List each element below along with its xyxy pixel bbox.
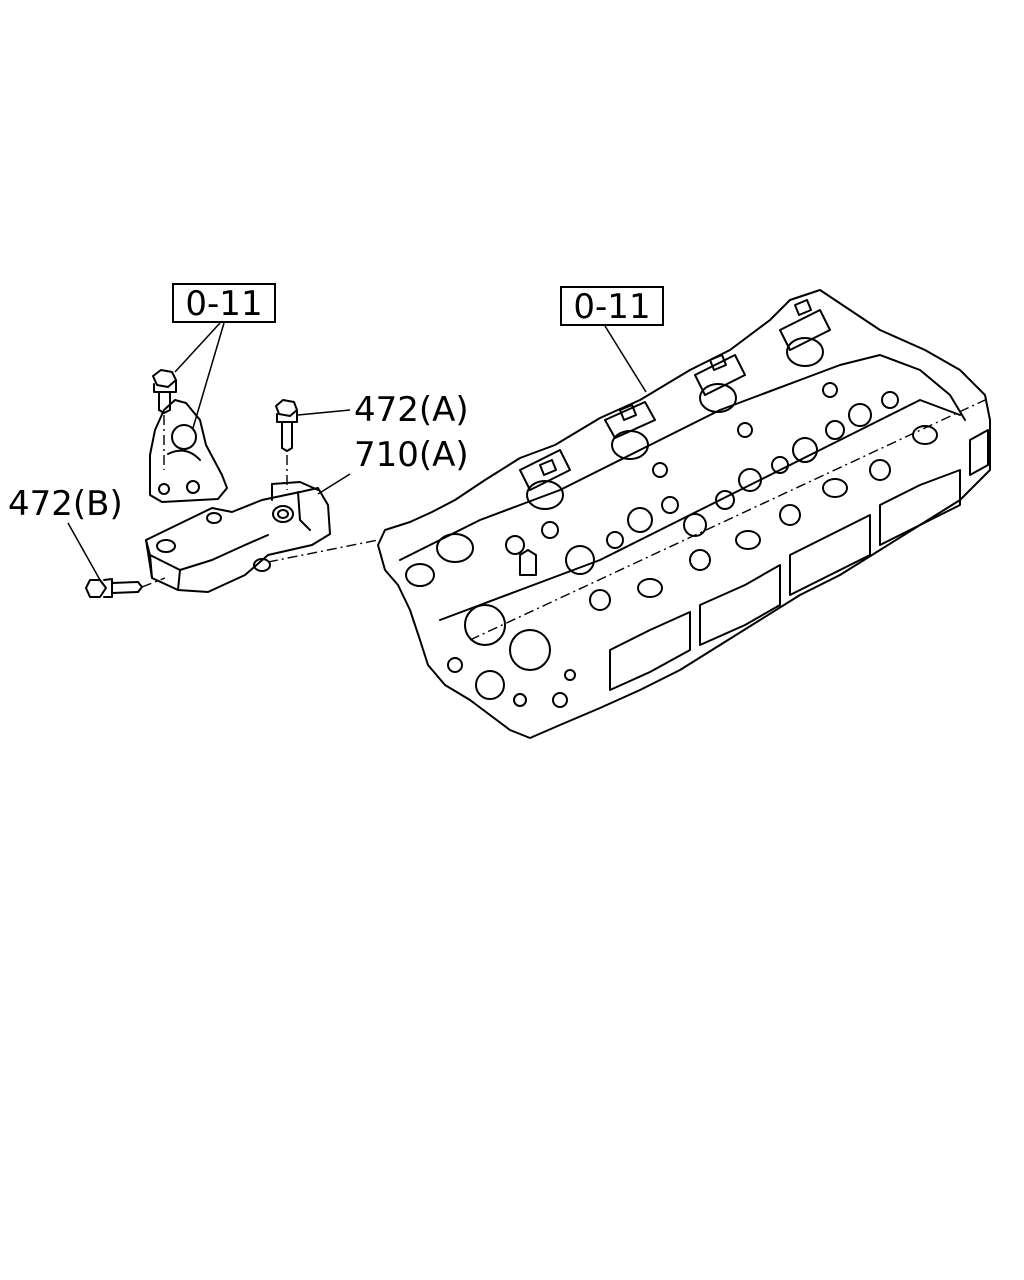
gasket-plate	[149, 399, 228, 503]
leader-lines	[67, 322, 647, 581]
ref-box-bracket-label: 0-11	[185, 284, 262, 324]
ref-box-head-label: 0-11	[573, 287, 650, 327]
bolt-472a	[275, 399, 298, 490]
ref-box-head[interactable]: 0-11	[560, 286, 664, 327]
callout-472a[interactable]: 472(A)	[354, 390, 469, 430]
upper-bolt	[152, 369, 177, 470]
cylinder-head	[377, 289, 991, 739]
ref-box-bracket[interactable]: 0-11	[172, 283, 276, 324]
bracket-710a	[145, 481, 379, 593]
callout-472b[interactable]: 472(B)	[8, 484, 123, 524]
callout-710a[interactable]: 710(A)	[354, 435, 469, 475]
bolt-472b	[85, 577, 166, 598]
